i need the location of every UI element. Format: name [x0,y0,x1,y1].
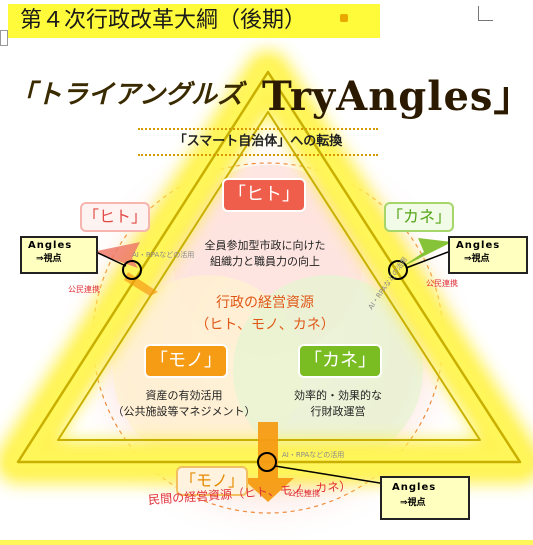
callout-title: Angles [456,240,501,251]
side-marker-icon [0,30,8,46]
kane-description-1: 効率的・効果的な [294,389,382,402]
callout-angles-left: Angles ⇒視点 [20,236,98,274]
callout-angles-right: Angles ⇒視点 [448,236,528,274]
inner-tag-hito: 「ヒト」 [222,178,306,212]
inner-tag-mono: 「モノ」 [144,344,228,378]
document-header: 第４次行政改革大綱（後期） [8,4,380,38]
angle-point-bottom [257,452,277,472]
page-corner-mark [478,6,493,21]
callout-subtitle: ⇒視点 [400,498,426,508]
angle-point-right [388,260,408,280]
kouminn-label-right: 公民連携 [426,279,458,288]
callout-title: Angles [392,482,437,493]
paragraph-mark-icon [340,14,348,22]
outer-tag-kane: 「カネ」 [384,202,454,232]
mono-description-2: （公共施設等マネジメント） [112,405,256,418]
callout-angles-bottom: Angles ⇒視点 [380,476,470,520]
kouminn-label-left: 公民連携 [68,285,100,294]
center-title-1: 行政の経営資源 [216,295,314,311]
mono-description-1: 資産の有効活用 [145,389,223,402]
ai-rpa-label-bottom: AI・RPAなどの活用 [282,451,345,459]
right-arrow [400,238,452,268]
callout-subtitle: ⇒視点 [464,254,490,264]
kane-description-2: 行財政運営 [310,405,366,418]
outer-tag-mono: 「モノ」 [176,466,248,496]
down-arrow [242,422,294,502]
ai-rpa-label-left: AI・RPAなどの活用 [132,251,195,259]
main-title-left: 「トライアングルズ [10,80,243,110]
center-title-2: （ヒト、モノ、カネ） [195,317,335,333]
kouminn-label-bottom: 公民連携 [288,489,320,498]
subtitle: 「スマート自治体」への転換 [138,128,378,156]
callout-title: Angles [28,240,73,251]
outer-tag-hito: 「ヒト」 [80,202,150,232]
hito-description-1: 全員参加型市政に向けた [204,239,326,252]
inner-tag-kane: 「カネ」 [298,344,382,378]
angle-point-left [122,260,142,280]
callout-subtitle: ⇒視点 [36,254,62,264]
main-title-right: TryAngles」 [262,73,533,120]
hito-description-2: 組織力と職員力の向上 [210,255,320,268]
